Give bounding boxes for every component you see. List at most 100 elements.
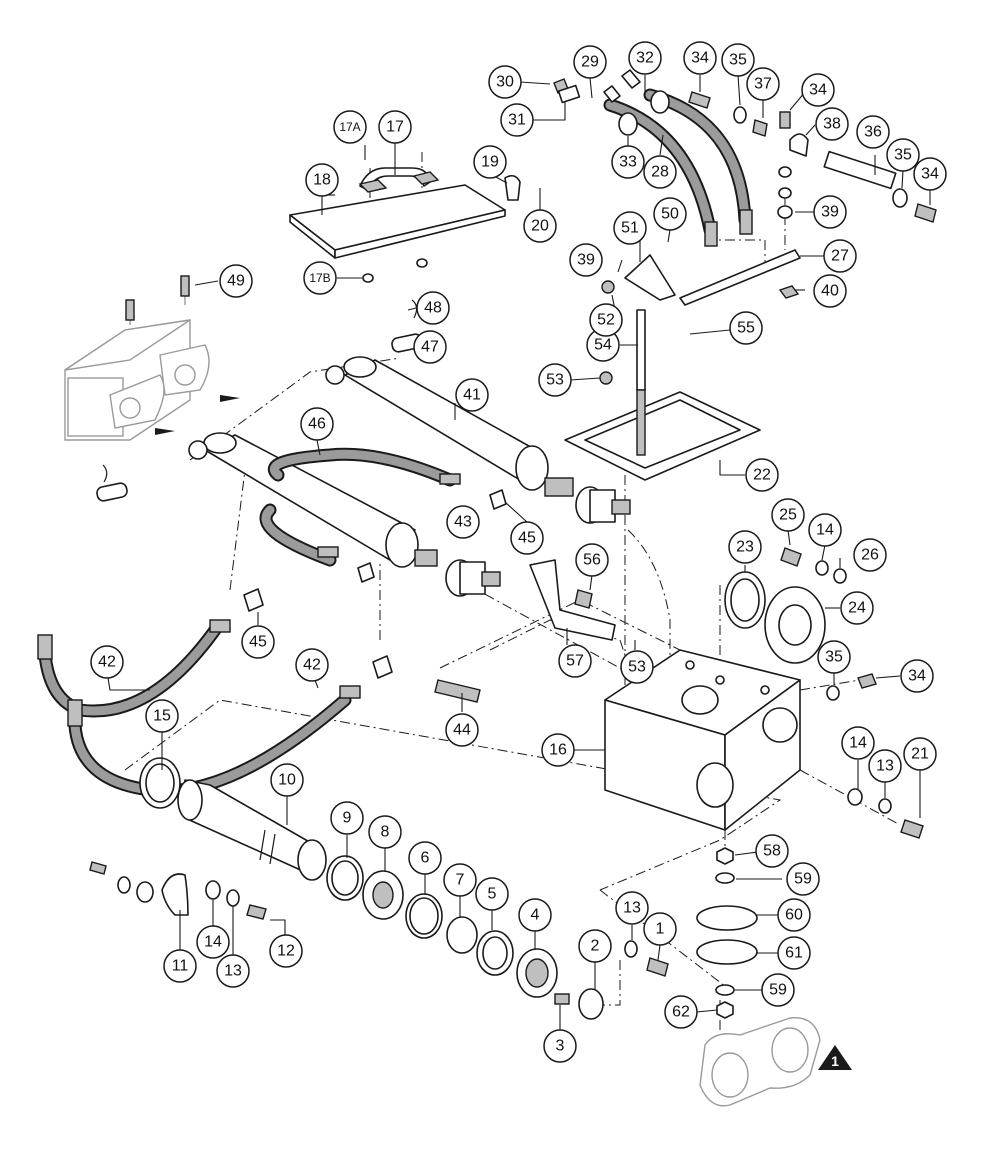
callout-52: 52	[589, 303, 623, 337]
svg-text:30: 30	[496, 74, 514, 91]
svg-text:7: 7	[456, 872, 465, 889]
svg-text:53: 53	[546, 372, 564, 389]
svg-text:45: 45	[518, 530, 536, 547]
callout-50: 50	[653, 197, 687, 231]
callout-57: 57	[558, 644, 592, 678]
svg-text:13: 13	[623, 900, 641, 917]
callout-29: 29	[573, 45, 607, 79]
callout-19: 19	[473, 145, 507, 179]
callout-5: 5	[475, 877, 509, 911]
callout-31: 31	[500, 103, 534, 137]
svg-text:29: 29	[581, 54, 599, 71]
svg-text:18: 18	[313, 172, 331, 189]
callout-17b: 17B	[303, 261, 337, 295]
callout-42b: 42	[295, 648, 329, 682]
mounting-bracket	[64, 285, 240, 441]
reference-marker-triangle: 1	[818, 1045, 852, 1070]
callout-22: 22	[745, 458, 779, 492]
callout-48: 48	[416, 291, 450, 325]
callout-54: 54	[586, 328, 620, 362]
callout-60: 60	[777, 898, 811, 932]
callout-46: 46	[300, 407, 334, 441]
svg-text:53: 53	[628, 659, 646, 676]
svg-text:15: 15	[153, 708, 171, 725]
svg-text:50: 50	[661, 206, 679, 223]
svg-text:55: 55	[737, 320, 755, 337]
disk-stack	[696, 847, 758, 1019]
svg-text:39: 39	[577, 252, 595, 269]
svg-text:34: 34	[921, 166, 939, 183]
callout-61: 61	[777, 936, 811, 970]
seal-stack	[326, 855, 604, 1020]
svg-text:49: 49	[227, 273, 245, 290]
svg-text:13: 13	[876, 758, 894, 775]
svg-text:52: 52	[597, 312, 615, 329]
callout-1: 1	[643, 912, 677, 946]
cylinder-upper	[325, 356, 574, 497]
svg-text:6: 6	[421, 850, 430, 867]
hoses-42	[37, 588, 393, 798]
callout-59b: 59	[761, 973, 795, 1007]
callout-45a: 45	[510, 521, 544, 555]
callout-39b: 39	[569, 243, 603, 277]
callout-42a: 42	[90, 645, 124, 679]
svg-text:51: 51	[621, 220, 639, 237]
rod-ends	[445, 486, 631, 597]
svg-text:2: 2	[591, 938, 600, 955]
callout-34b: 34	[801, 73, 835, 107]
callouts: 17A 17 18 19 20 17B 49 48 47 41 46 45 45…	[90, 41, 947, 1063]
callout-34a: 34	[683, 41, 717, 75]
plate-18	[289, 167, 521, 283]
svg-text:17B: 17B	[309, 271, 330, 285]
callout-8: 8	[368, 815, 402, 849]
callout-7: 7	[443, 863, 477, 897]
svg-text:23: 23	[736, 539, 754, 556]
svg-text:12: 12	[277, 943, 295, 960]
fasteners-1-13	[624, 940, 669, 977]
hose-46	[259, 447, 507, 583]
svg-text:46: 46	[308, 416, 326, 433]
end-plate-ref	[699, 1016, 821, 1107]
callout-38: 38	[815, 107, 849, 141]
callout-23: 23	[728, 530, 762, 564]
svg-text:22: 22	[753, 467, 771, 484]
svg-text:1: 1	[656, 921, 665, 938]
svg-text:17A: 17A	[339, 120, 360, 134]
svg-text:5: 5	[488, 886, 497, 903]
svg-text:42: 42	[303, 657, 321, 674]
svg-text:24: 24	[848, 600, 866, 617]
callout-17a: 17A	[333, 110, 367, 144]
svg-text:9: 9	[343, 810, 352, 827]
callout-14c: 14	[841, 726, 875, 760]
svg-text:34: 34	[809, 82, 827, 99]
callout-59a: 59	[786, 862, 820, 896]
callout-32: 32	[628, 41, 662, 75]
callout-25: 25	[771, 498, 805, 532]
callout-2: 2	[578, 929, 612, 963]
svg-text:43: 43	[454, 514, 472, 531]
svg-text:21: 21	[911, 746, 929, 763]
svg-text:59: 59	[769, 982, 787, 999]
svg-text:17: 17	[386, 119, 404, 136]
callout-45b: 45	[241, 625, 275, 659]
callout-26: 26	[853, 538, 887, 572]
svg-text:8: 8	[381, 824, 390, 841]
callout-9: 9	[330, 801, 364, 835]
callout-30: 30	[488, 65, 522, 99]
svg-text:45: 45	[249, 634, 267, 651]
callout-53b: 53	[620, 650, 654, 684]
housing-16	[604, 649, 801, 831]
callout-13b: 13	[216, 954, 250, 988]
svg-text:31: 31	[508, 112, 526, 129]
callout-4: 4	[518, 898, 552, 932]
svg-text:28: 28	[651, 164, 669, 181]
svg-text:13: 13	[224, 963, 242, 980]
callout-34c: 34	[913, 157, 947, 191]
svg-text:14: 14	[204, 934, 222, 951]
svg-text:35: 35	[894, 147, 912, 164]
svg-text:19: 19	[481, 154, 499, 171]
callout-12: 12	[269, 934, 303, 968]
svg-text:27: 27	[831, 248, 849, 265]
svg-text:16: 16	[549, 742, 567, 759]
